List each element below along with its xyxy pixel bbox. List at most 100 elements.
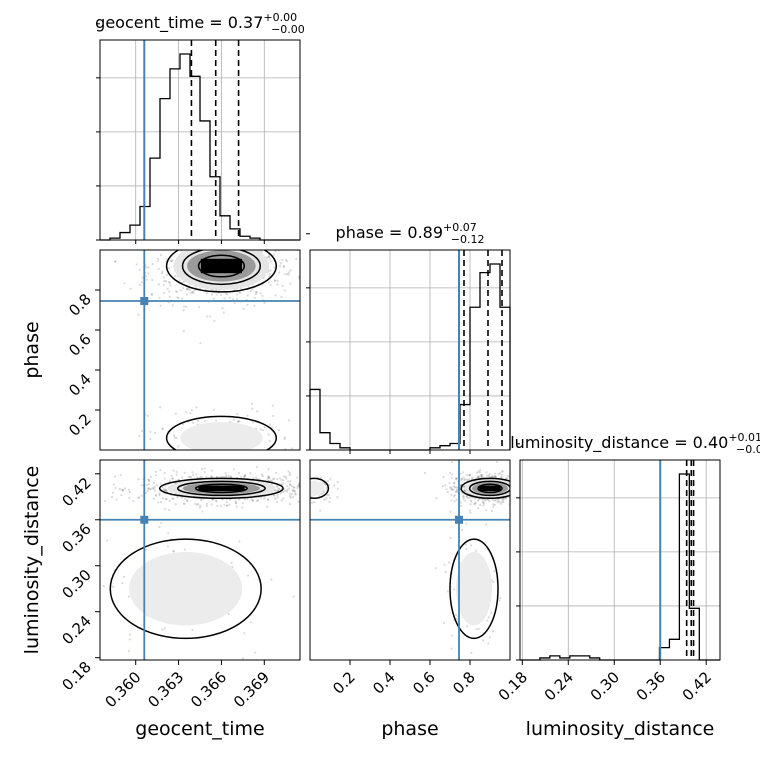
sample-point <box>151 278 154 282</box>
sample-point <box>288 503 292 506</box>
sample-point <box>505 477 508 480</box>
sample-point <box>137 496 140 500</box>
sample-point <box>305 481 307 483</box>
sample-point <box>201 236 203 238</box>
sample-point <box>296 486 299 490</box>
sample-point <box>163 477 166 480</box>
sample-point <box>485 523 488 526</box>
sample-point <box>267 468 270 471</box>
sample-point <box>200 245 202 247</box>
sample-point <box>149 430 152 433</box>
sample-point <box>260 250 263 253</box>
sample-point <box>491 630 495 633</box>
sample-point <box>141 276 144 279</box>
sample-point <box>145 241 147 243</box>
sample-point <box>230 247 232 249</box>
sample-point <box>459 504 463 508</box>
sample-point <box>200 475 203 478</box>
title-main: luminosity_distance = 0.40 <box>510 433 728 453</box>
sample-point <box>302 484 304 486</box>
sample-point <box>310 495 313 498</box>
sample-point <box>450 486 453 489</box>
sample-point <box>224 233 226 235</box>
sample-point <box>466 478 469 481</box>
sample-point <box>479 503 482 506</box>
sample-point <box>185 293 189 296</box>
sample-point <box>275 466 277 468</box>
sample-point <box>496 501 499 504</box>
sample-point <box>163 291 166 294</box>
sample-point <box>139 283 142 287</box>
sample-point <box>182 305 186 308</box>
sample-point <box>188 245 190 247</box>
sample-point <box>274 250 277 253</box>
sample-point <box>463 490 466 493</box>
sample-point <box>135 263 138 266</box>
sample-point <box>532 486 534 488</box>
sample-point <box>462 497 465 500</box>
sample-point <box>211 498 215 501</box>
sample-point <box>262 451 264 453</box>
sample-point <box>146 489 149 493</box>
sample-point <box>192 291 195 294</box>
sample-point <box>525 485 527 487</box>
sample-point <box>283 489 286 492</box>
sample-point <box>254 293 258 296</box>
sample-point <box>163 488 166 491</box>
sample-point <box>218 233 220 235</box>
sample-point <box>155 242 157 244</box>
sample-point <box>213 245 215 247</box>
sample-point <box>185 499 189 502</box>
sample-point <box>172 469 175 472</box>
sample-point <box>186 499 189 503</box>
sample-point <box>302 497 304 499</box>
sample-point <box>303 488 305 490</box>
sample-point <box>196 503 200 506</box>
sample-point <box>261 294 264 297</box>
sample-point <box>241 502 245 505</box>
sample-point <box>488 636 492 639</box>
sample-point <box>278 487 281 491</box>
sample-point <box>192 231 194 233</box>
sample-point <box>272 414 275 418</box>
sample-point <box>459 479 462 482</box>
sample-point <box>219 504 223 507</box>
sample-point <box>260 466 262 468</box>
tick-label-phase: 0.4 <box>369 668 399 698</box>
sample-point <box>181 423 185 426</box>
contour <box>165 250 278 293</box>
sample-point <box>243 474 246 478</box>
sample-point <box>159 304 162 307</box>
sample-point <box>475 627 478 631</box>
sample-point <box>114 260 117 263</box>
sample-point <box>180 297 184 300</box>
sample-point <box>228 498 231 501</box>
sample-point <box>288 271 291 274</box>
sample-point <box>512 492 514 494</box>
sample-point <box>97 484 99 486</box>
tick-label-phase: 0.8 <box>449 668 479 698</box>
sample-point <box>210 246 212 248</box>
sample-point <box>281 258 284 262</box>
panel-title-phase: phase = 0.89+0.07−0.12 <box>336 221 485 246</box>
tick-label-luminosity_distance: 0.36 <box>633 668 669 704</box>
sample-point <box>215 475 219 478</box>
sample-point <box>498 599 501 602</box>
sample-point <box>206 237 208 239</box>
sample-point <box>269 269 272 272</box>
sample-point <box>279 492 283 495</box>
truth-marker <box>455 515 463 524</box>
sample-point <box>511 494 513 496</box>
sample-point <box>516 488 518 490</box>
tick-label-luminosity_distance: 0.24 <box>541 668 577 704</box>
joint-inner <box>97 465 305 660</box>
sample-point <box>279 262 283 265</box>
sample-point <box>232 418 235 421</box>
sample-point <box>243 245 245 247</box>
sample-point <box>537 482 539 484</box>
sample-point <box>516 484 518 486</box>
sample-point <box>210 475 213 478</box>
sample-point <box>511 487 513 489</box>
sample-point <box>246 414 249 417</box>
sample-point <box>537 492 539 494</box>
